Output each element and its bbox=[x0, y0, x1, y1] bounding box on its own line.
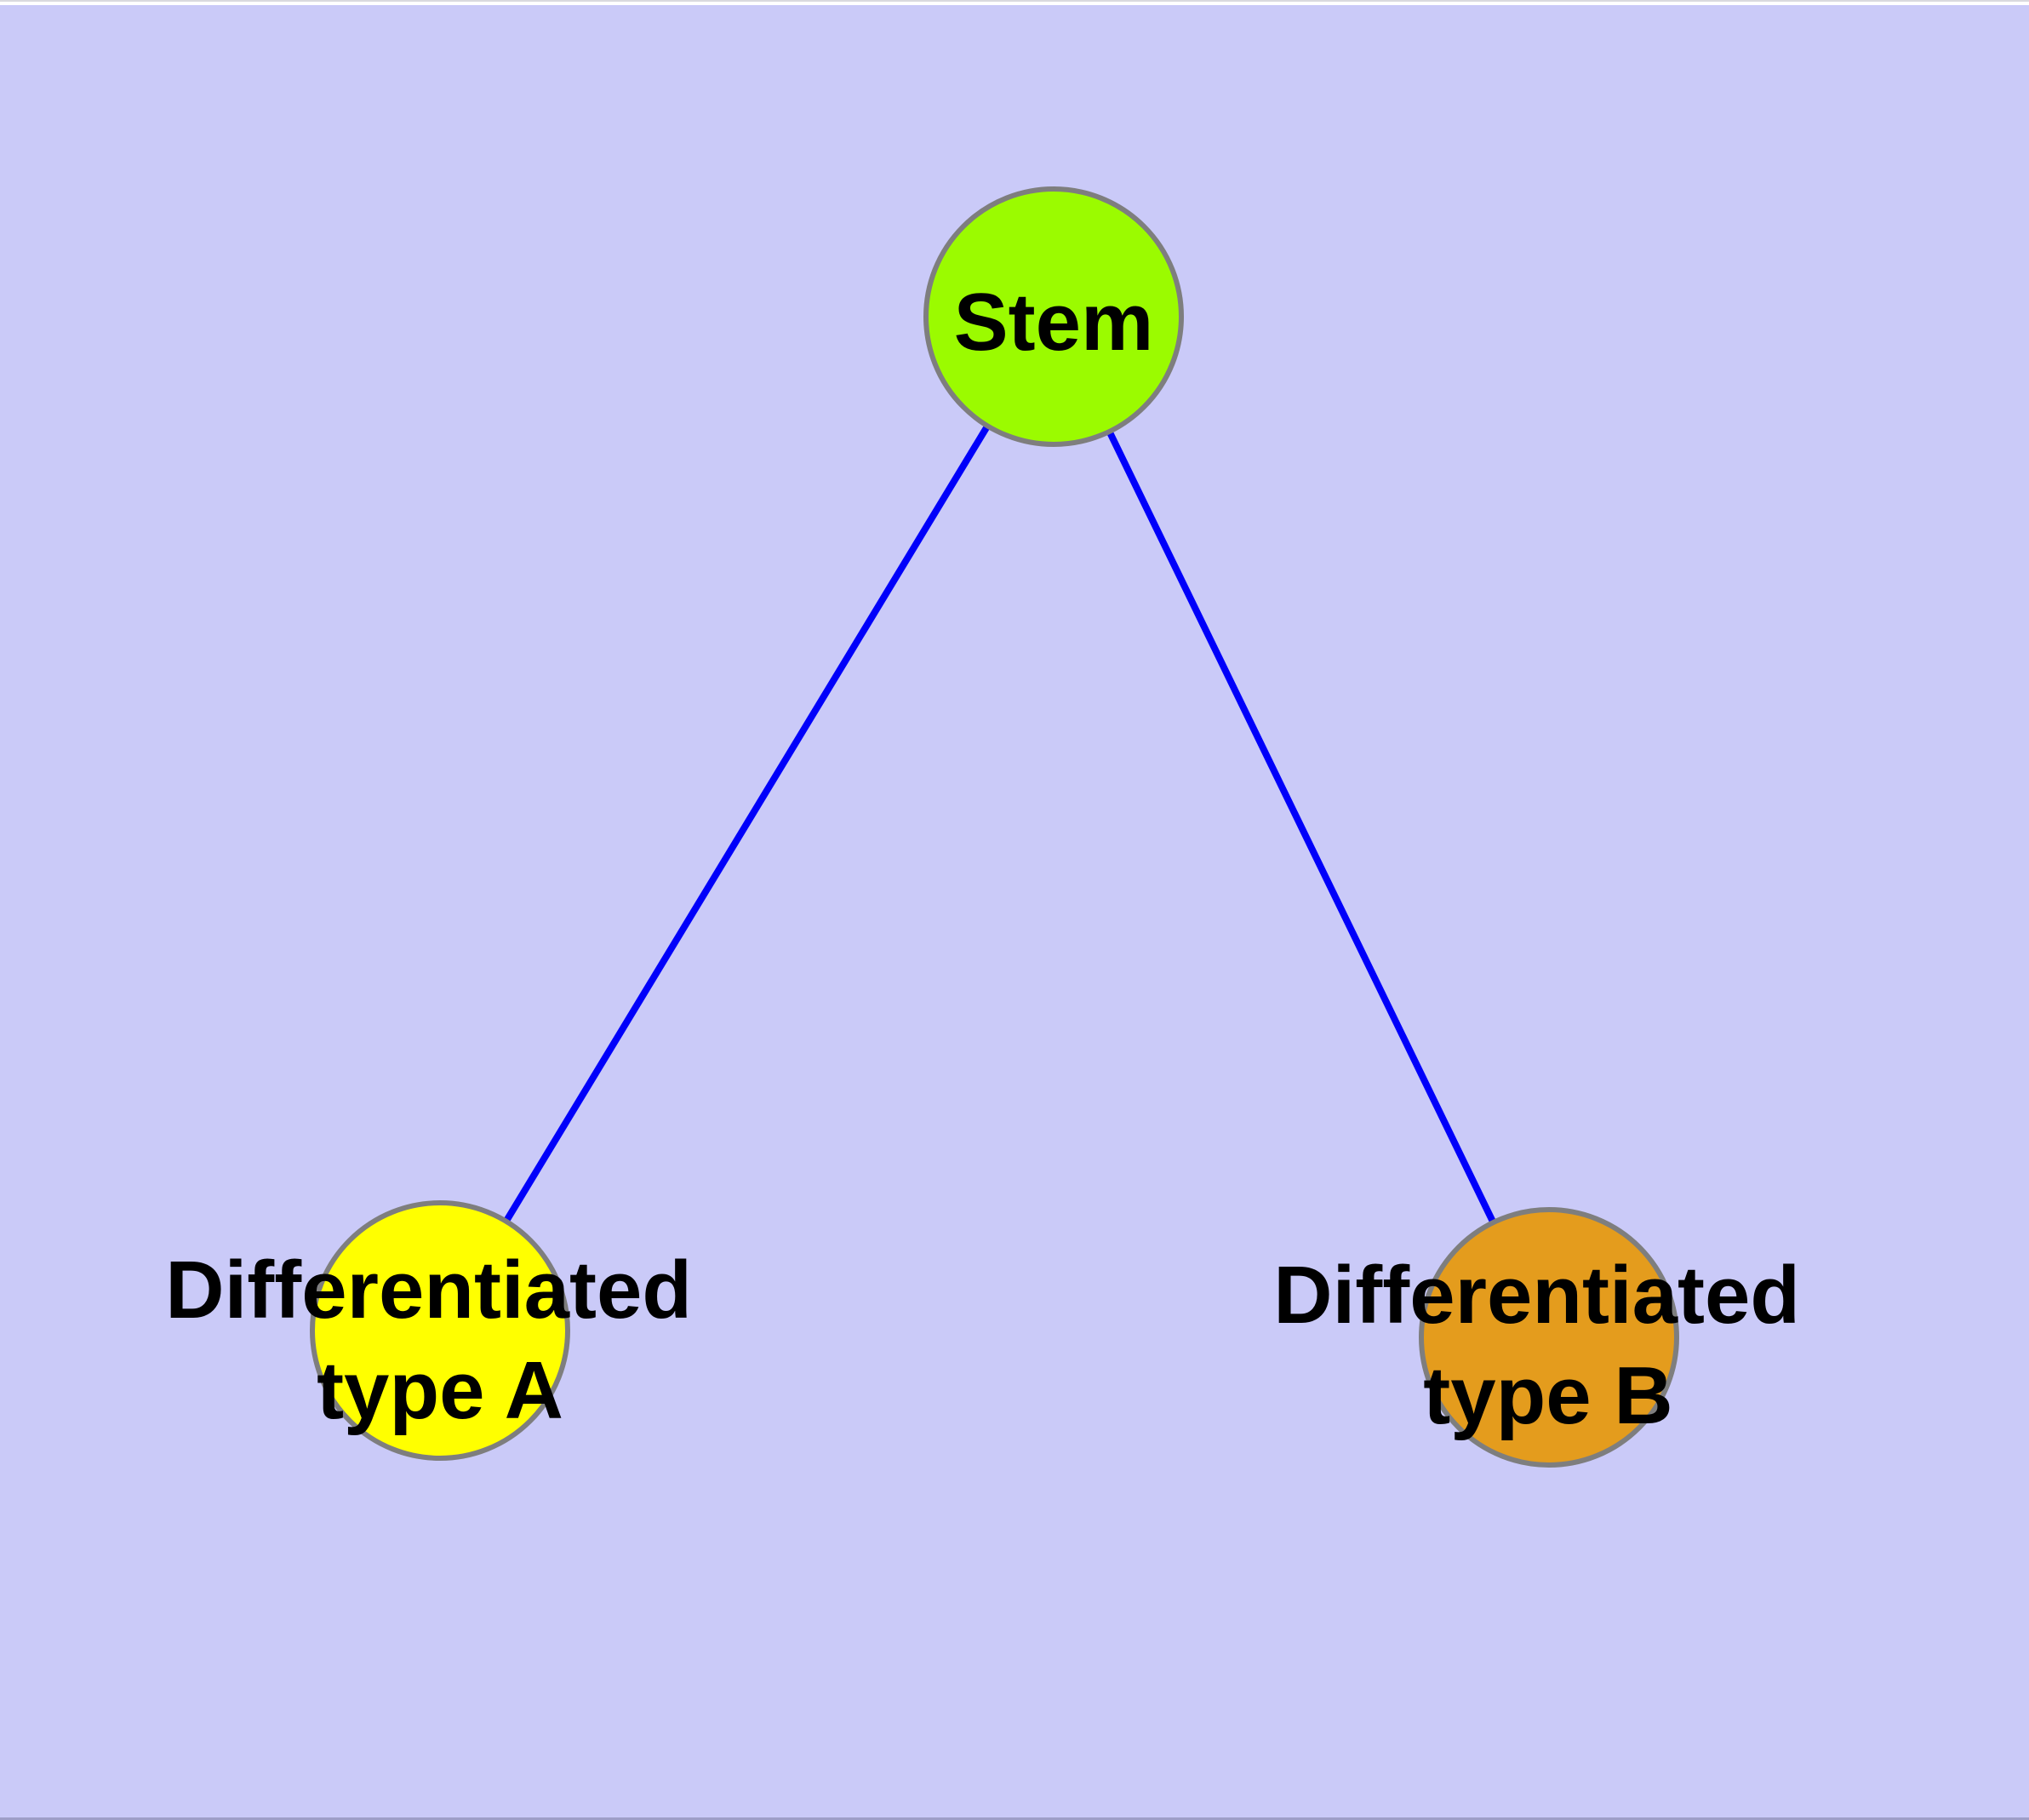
window-top-edge-line bbox=[0, 0, 2029, 2]
node-stem-circle bbox=[923, 186, 1184, 447]
canvas-bottom-edge-line bbox=[0, 1817, 2029, 1820]
node-differentiated-type-b-label: Differentiated type B bbox=[1273, 1250, 1822, 1441]
node-differentiated-type-b-label-line1: Differentiated bbox=[1273, 1250, 1800, 1341]
node-differentiated-type-a-circle bbox=[310, 1200, 570, 1461]
edge-stem-to-type-a bbox=[437, 314, 1057, 1333]
node-stem-label: Stem bbox=[954, 277, 1154, 368]
node-differentiated-type-b-label-line2: type B bbox=[1423, 1350, 1672, 1441]
node-differentiated-type-a-label: Differentiated type A bbox=[165, 1245, 714, 1436]
node-differentiated-type-a-label-line2: type A bbox=[317, 1345, 563, 1436]
node-differentiated-type-b-circle bbox=[1419, 1207, 1679, 1468]
node-differentiated-type-a-label-line1: Differentiated bbox=[165, 1245, 692, 1336]
edge-stem-to-type-b bbox=[1050, 315, 1552, 1339]
